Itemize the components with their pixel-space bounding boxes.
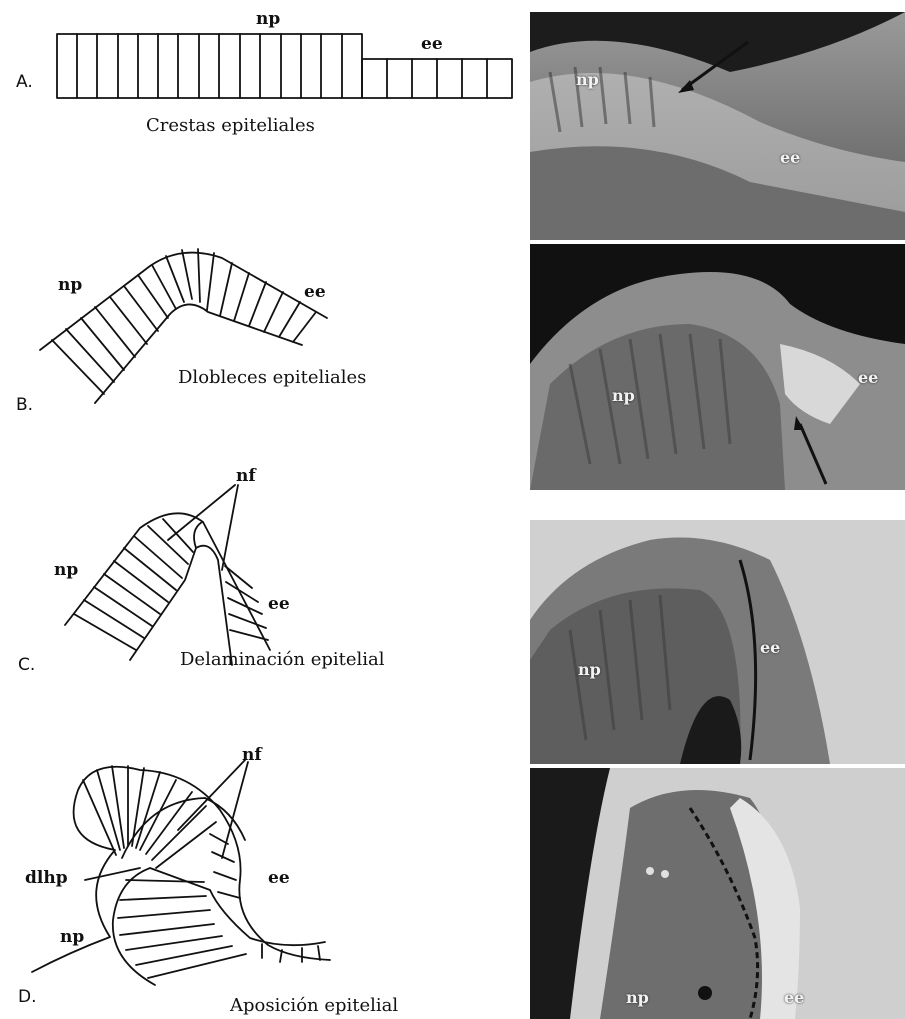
photo-d-np: np — [626, 988, 649, 1007]
label-d-nf: nf — [242, 745, 262, 765]
label-d-np: np — [60, 927, 84, 947]
label-d-dlhp: dlhp — [25, 868, 68, 888]
panel-letter-d: D. — [18, 987, 37, 1007]
photo-c-ee: ee — [760, 638, 780, 657]
photo-c-np: np — [578, 660, 601, 679]
caption-b: Dlobleces epiteliales — [178, 367, 366, 388]
panel-letter-b: B. — [16, 395, 33, 415]
label-c-ee: ee — [268, 594, 290, 614]
photo-b-np: np — [612, 386, 635, 405]
caption-d: Aposición epitelial — [230, 995, 398, 1016]
micrograph-c: np ee — [530, 520, 905, 764]
label-d-ee: ee — [268, 868, 290, 888]
micrograph-b: np ee — [530, 244, 905, 490]
schematic-drawings — [0, 0, 525, 1019]
label-a-np: np — [256, 9, 280, 29]
photo-d-ee: ee — [784, 988, 804, 1007]
diagram-a-epithelium — [57, 34, 512, 98]
panel-letter-c: C. — [18, 655, 35, 675]
micrograph-a: np ee — [530, 12, 905, 240]
caption-c: Delaminación epitelial — [180, 649, 385, 670]
label-b-ee: ee — [304, 282, 326, 302]
panel-letter-a: A. — [16, 72, 33, 92]
photo-a-np: np — [576, 70, 599, 89]
photo-b-ee: ee — [858, 368, 878, 387]
label-b-np: np — [58, 275, 82, 295]
label-c-nf: nf — [236, 466, 256, 486]
label-c-np: np — [54, 560, 78, 580]
label-a-ee: ee — [421, 34, 443, 54]
micrograph-d: np ee — [530, 768, 905, 1019]
caption-a: Crestas epiteliales — [146, 115, 315, 136]
diagram-c-delamination — [65, 485, 270, 665]
photo-a-ee: ee — [780, 148, 800, 167]
